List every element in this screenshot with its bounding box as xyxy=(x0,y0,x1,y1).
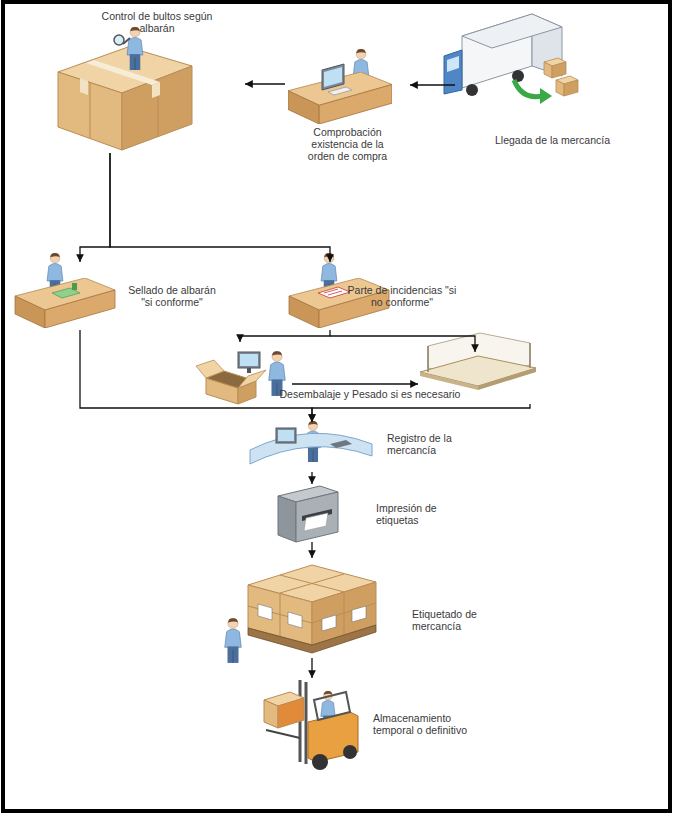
flow-arrow xyxy=(245,83,285,84)
step-label: Comprobación existencia de la orden de c… xyxy=(300,126,395,162)
process-step: Registro de la mercancía xyxy=(245,422,460,472)
step-label: Llegada de la mercancía xyxy=(485,134,620,146)
process-step: Desembalaje y Pesado si es necesario xyxy=(200,342,540,404)
flow-arrow xyxy=(311,542,312,558)
weighing-scale xyxy=(420,333,536,390)
flow-arrow xyxy=(110,153,330,262)
flow-arrow xyxy=(80,330,312,422)
process-step: Almacenamiento temporal o definitivo xyxy=(265,678,475,773)
process-step: Etiquetado de mercancía xyxy=(220,558,490,658)
process-step: Comprobación existencia de la orden de c… xyxy=(285,50,410,165)
forklift xyxy=(264,680,358,770)
label-printer xyxy=(278,486,338,542)
step-label: Etiquetado de mercancía xyxy=(412,608,488,632)
process-step: Parte de incidencias "si no conforme" xyxy=(285,262,465,330)
step-label: Almacenamiento temporal o definitivo xyxy=(373,712,479,736)
cardboard-boxes xyxy=(58,47,192,150)
step-label: Desembalaje y Pesado si es necesario xyxy=(200,388,540,400)
flow-arrow xyxy=(240,330,330,342)
process-step: Impresión de etiquetas xyxy=(270,484,450,542)
step-label: Parte de incidencias "si no conforme" xyxy=(343,284,461,308)
branch-line xyxy=(330,336,475,352)
outer-frame xyxy=(3,2,670,811)
step-label: Impresión de etiquetas xyxy=(376,502,448,526)
flow-arrow xyxy=(410,84,455,85)
registration-counter xyxy=(250,421,372,464)
stamping-desk xyxy=(15,253,115,328)
branch-line xyxy=(292,383,418,384)
step-label: Sellado de albarán "si conforme" xyxy=(122,284,222,308)
process-step: Llegada de la mercancía xyxy=(455,8,620,153)
unpacking-station xyxy=(196,351,285,404)
delivery-truck xyxy=(444,14,578,104)
flow-arrow xyxy=(311,658,312,678)
inspector-person xyxy=(114,27,143,70)
flow-arrow xyxy=(311,472,312,484)
step-label: Registro de la mercancía xyxy=(387,432,459,456)
labelled-pallet xyxy=(225,565,376,663)
flow-arrow xyxy=(312,404,530,422)
process-step: Control de bultos según albarán xyxy=(60,8,245,153)
step-label: Control de bultos según albarán xyxy=(97,10,217,34)
process-step: Sellado de albarán "si conforme" xyxy=(10,262,225,330)
purchase-order-desk xyxy=(288,49,392,124)
flow-arrow xyxy=(80,153,110,262)
